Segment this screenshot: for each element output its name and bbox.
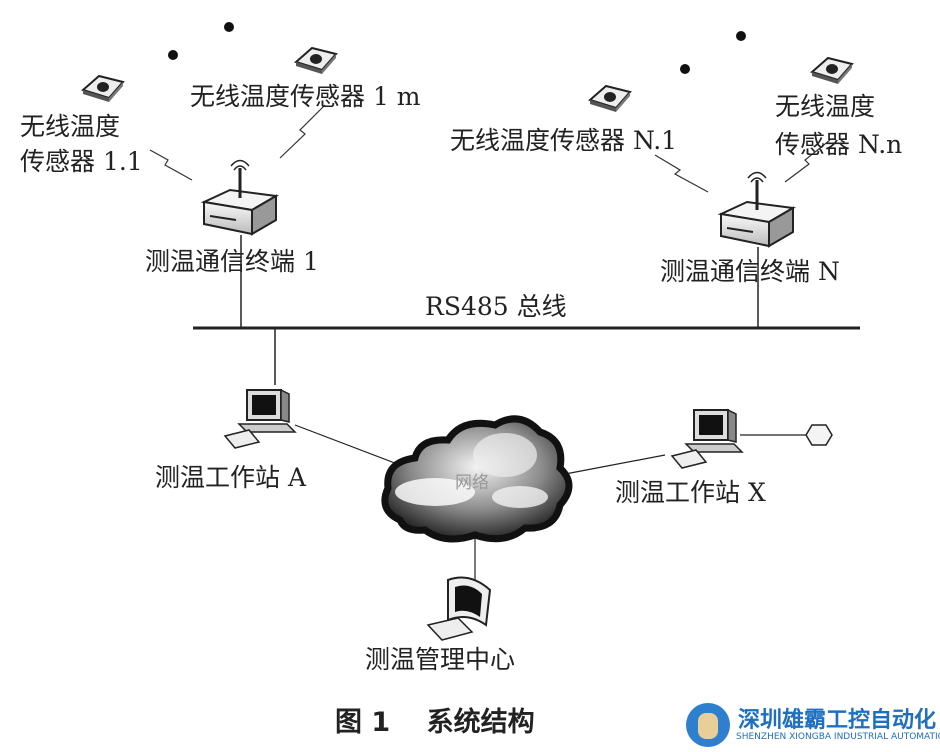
cloud-label: 网络 bbox=[455, 473, 489, 493]
terminal-1-label: 测温通信终端 1 bbox=[145, 247, 319, 276]
figure-caption: 图 1 系统结构 bbox=[335, 707, 535, 738]
workstation-x-label: 测温工作站 X bbox=[615, 478, 766, 507]
watermark-zh: 深圳雄霸工控自动化 bbox=[738, 708, 937, 733]
network-cloud-icon bbox=[381, 415, 573, 543]
terminator-icon bbox=[805, 424, 833, 446]
workstation-a-label: 测温工作站 A bbox=[155, 463, 307, 492]
sensor-n-n-label-line2: 传感器 N.n bbox=[775, 130, 903, 159]
sensor-n-n-label-line1: 无线温度 bbox=[775, 92, 876, 121]
terminal-n-label: 测温通信终端 N bbox=[660, 257, 840, 286]
rs485-bus-label: RS485 总线 bbox=[425, 292, 567, 321]
management-center-label: 测温管理中心 bbox=[365, 645, 516, 674]
watermark: 深圳雄霸工控自动化 SHENZHEN XIONGBA INDUSTRIAL AU… bbox=[686, 700, 940, 750]
management-pc-icon bbox=[426, 576, 492, 641]
sensor-1-1-label-line2: 传感器 1.1 bbox=[20, 147, 143, 176]
node-dots bbox=[168, 22, 746, 74]
sensor-1-m-label: 无线温度传感器 1 m bbox=[190, 82, 421, 111]
sensor-n-1-label: 无线温度传感器 N.1 bbox=[450, 126, 678, 155]
bear-logo-icon bbox=[686, 703, 730, 747]
sensor-1-1-label-line1: 无线温度 bbox=[20, 112, 121, 141]
watermark-en: SHENZHEN XIONGBA INDUSTRIAL AUTOMATION bbox=[736, 732, 940, 742]
